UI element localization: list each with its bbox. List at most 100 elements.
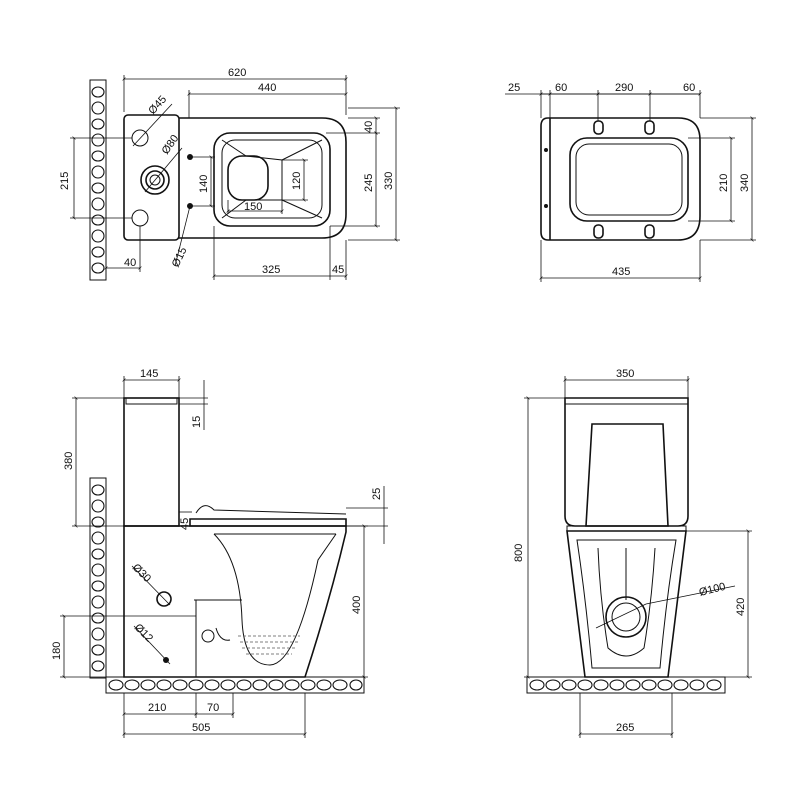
- svg-text:45: 45: [332, 264, 344, 276]
- svg-text:350: 350: [616, 368, 634, 380]
- bowl-body-side: [123, 525, 347, 678]
- dim-bolt-to-front: 325 45: [212, 226, 348, 280]
- svg-text:435: 435: [612, 266, 630, 278]
- svg-text:Ø12: Ø12: [132, 622, 155, 645]
- side-view: 145 15 380 25 45 Ø: [51, 368, 388, 738]
- svg-text:800: 800: [513, 544, 525, 562]
- top-view: 620 440 Ø45 Ø80 Ø15 215: [59, 67, 400, 281]
- hinge-slot-top-left: [593, 120, 604, 135]
- svg-text:330: 330: [383, 172, 395, 190]
- dim-drain-dia: Ø12: [132, 622, 171, 665]
- wall-top-view: [89, 79, 107, 281]
- svg-text:210: 210: [148, 702, 166, 714]
- dim-bowl-width: 245: [330, 131, 380, 228]
- seat-side: [189, 518, 347, 527]
- dim-outlet-height: 180: [51, 614, 196, 679]
- floor-side-view: [105, 676, 365, 694]
- tank-outline-top: [123, 114, 180, 241]
- outlet-pipe-front: [605, 596, 647, 638]
- svg-text:120: 120: [291, 172, 303, 190]
- hinge-slot-top-right: [644, 120, 655, 135]
- svg-text:245: 245: [363, 174, 375, 192]
- svg-text:380: 380: [63, 452, 75, 470]
- hinge-slot-bottom-right: [644, 224, 655, 239]
- svg-text:290: 290: [615, 82, 633, 94]
- dim-opening-length: 150: [226, 200, 284, 214]
- svg-text:265: 265: [616, 722, 634, 734]
- tank-panel-front: [585, 423, 669, 527]
- lower-hole-top: [131, 209, 149, 227]
- svg-text:60: 60: [555, 82, 567, 94]
- dim-bowl-length: 440: [187, 82, 348, 118]
- svg-text:40: 40: [124, 257, 136, 269]
- svg-text:150: 150: [244, 201, 262, 213]
- svg-text:505: 505: [192, 722, 210, 734]
- dim-seat-length: 435: [539, 240, 702, 282]
- dim-total-length: 620: [122, 67, 348, 115]
- front-view: 350 800 Ø100 420 265: [513, 368, 752, 738]
- dim-seat-thickness: 25: [346, 486, 388, 544]
- svg-text:215: 215: [59, 172, 71, 190]
- dim-total-height: 800: [513, 396, 565, 679]
- trap-curve-side: [213, 533, 337, 666]
- tank-front: [564, 397, 689, 527]
- dim-bolt-spacing: 140: [190, 155, 215, 208]
- dim-inlet-dia: Ø30: [130, 562, 171, 606]
- bowl-outline-top: [179, 117, 347, 239]
- dim-base-width: 265: [578, 693, 674, 738]
- dim-dia-45: Ø45: [132, 94, 173, 147]
- dim-tank-offset: 40: [104, 226, 142, 272]
- dim-step: 45: [179, 511, 192, 530]
- dim-opening-width: 120: [282, 158, 308, 202]
- seat-opening: [569, 137, 689, 222]
- svg-text:Ø45: Ø45: [146, 94, 169, 117]
- svg-text:Ø15: Ø15: [170, 245, 190, 269]
- bowl-pan-top: [227, 155, 269, 201]
- dim-outlet-offset: 210 70: [122, 693, 235, 738]
- bowl-opening-top: [213, 132, 331, 227]
- svg-text:400: 400: [351, 596, 363, 614]
- svg-text:140: 140: [198, 175, 210, 193]
- svg-text:70: 70: [207, 702, 219, 714]
- dim-total-width: 330: [348, 106, 400, 242]
- inlet-circle-side: [156, 591, 172, 607]
- svg-text:180: 180: [51, 642, 63, 660]
- dim-tank-depth: 145: [122, 368, 181, 398]
- dim-seat-width: 340: [700, 116, 756, 242]
- wall-side-view: [89, 477, 107, 679]
- inlet-pipe-top: [140, 165, 170, 195]
- dim-text: 620: [228, 67, 246, 79]
- svg-text:Ø30: Ø30: [130, 562, 153, 585]
- svg-text:420: 420: [735, 598, 747, 616]
- dim-hole-spacing: 215: [59, 136, 132, 220]
- svg-text:40: 40: [363, 121, 375, 133]
- svg-text:210: 210: [718, 174, 730, 192]
- floor-front-view: [526, 676, 726, 694]
- dim-rim-offset: 40: [326, 116, 380, 135]
- dim-tank-height: 380: [63, 396, 124, 528]
- dim-outlet-dia: Ø100: [645, 581, 736, 605]
- dim-seat-top: 25 60 290 60: [505, 82, 702, 121]
- dim-total-depth: 505: [122, 693, 307, 738]
- svg-text:Ø100: Ø100: [698, 581, 727, 599]
- dim-seat-opening-width: 210: [688, 136, 735, 223]
- hinge-slot-bottom-left: [593, 224, 604, 239]
- svg-text:325: 325: [262, 264, 280, 276]
- svg-text:45: 45: [179, 518, 191, 530]
- dim-pedestal-height: 420: [686, 529, 752, 679]
- svg-text:25: 25: [508, 82, 520, 94]
- svg-text:145: 145: [140, 368, 158, 380]
- seat-view: 25 60 290 60 210 340 435: [505, 82, 756, 282]
- svg-text:15: 15: [191, 416, 203, 428]
- dim-tank-width: 350: [563, 368, 690, 398]
- tank-side: [123, 397, 180, 527]
- seat-outline: [540, 117, 701, 241]
- svg-text:340: 340: [739, 174, 751, 192]
- svg-text:440: 440: [258, 82, 276, 94]
- dim-bowl-height: 400: [305, 524, 368, 679]
- svg-text:60: 60: [683, 82, 695, 94]
- pedestal-front: [566, 530, 687, 678]
- dim-lid-height: 15: [179, 380, 208, 430]
- svg-text:25: 25: [371, 488, 383, 500]
